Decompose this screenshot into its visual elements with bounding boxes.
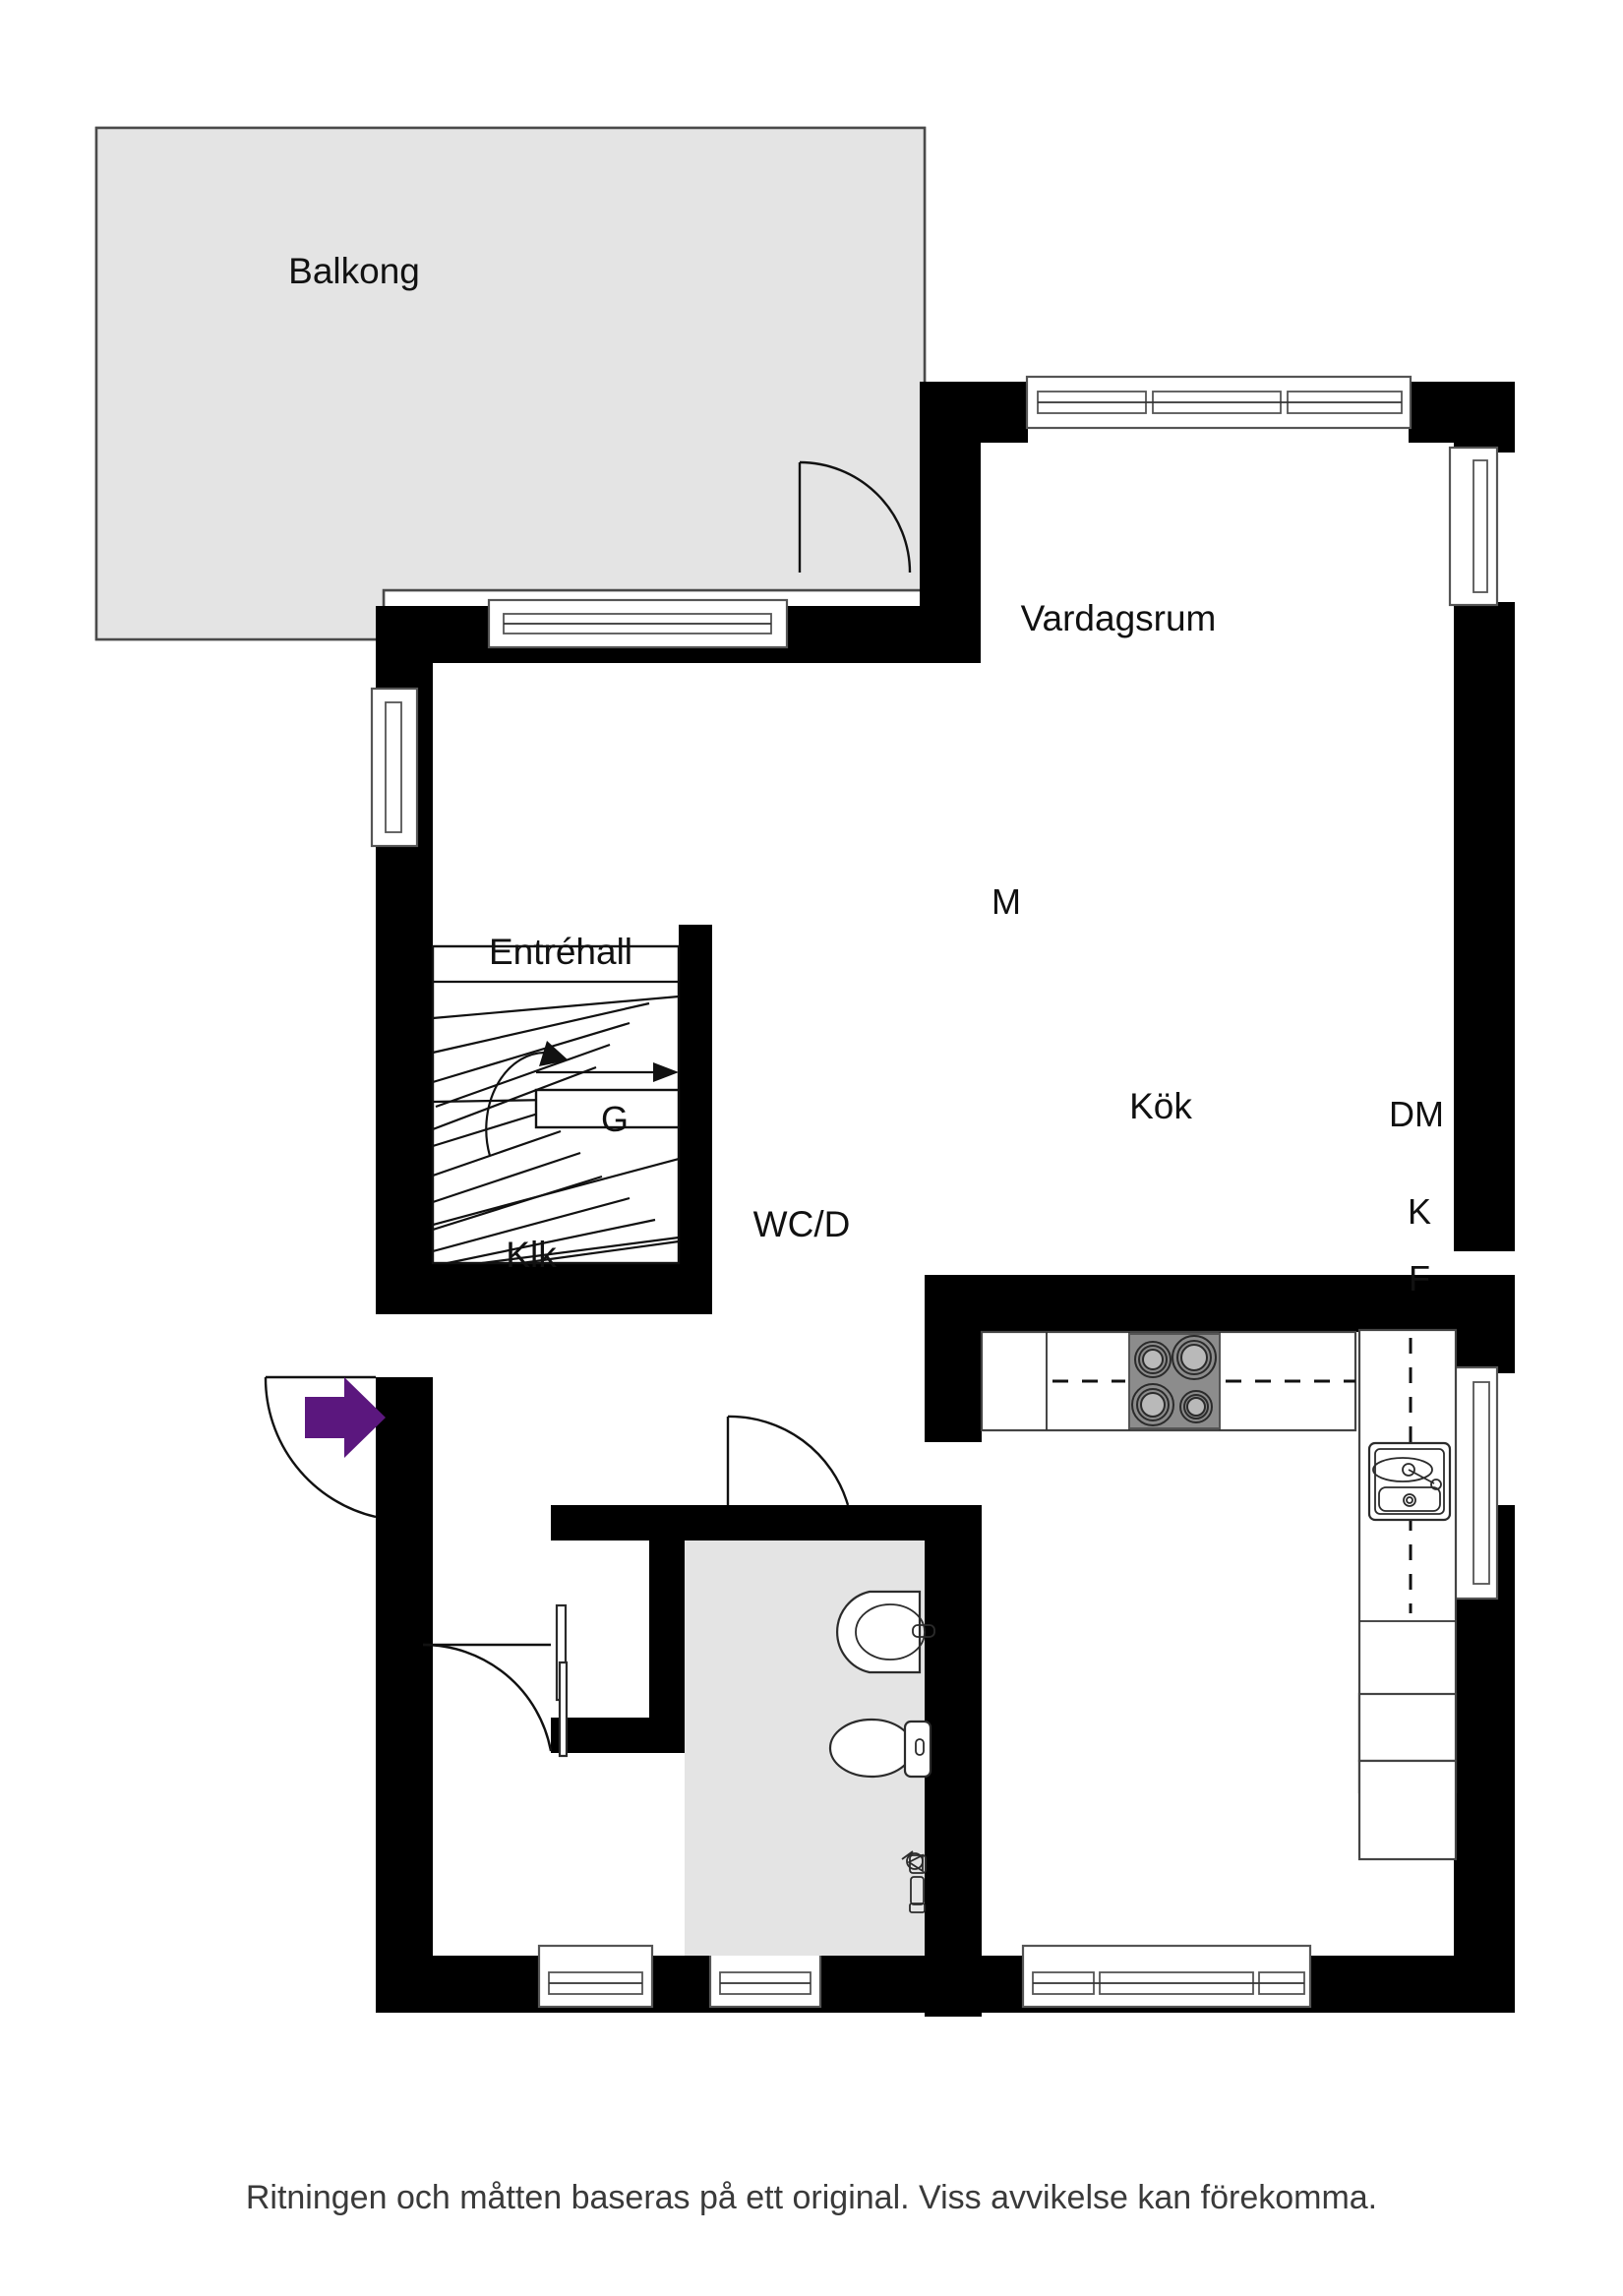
door-entrance: [264, 1375, 377, 1519]
room-label-wcd: WC/D: [753, 1204, 851, 1244]
window-living-east: [1448, 446, 1499, 607]
window-group: [370, 375, 1499, 2009]
window-kitchen-east: [1448, 1365, 1499, 1601]
appliance-label-dishwasher: DM: [1389, 1094, 1444, 1134]
kitchen-sink-icon: [1367, 1441, 1452, 1522]
wall-structure: [376, 382, 1515, 2017]
appliance-labels: M DM K F G: [601, 881, 1444, 1299]
entrance-arrow: [305, 1377, 386, 1458]
appliance-label-fridge: K: [1408, 1191, 1431, 1232]
appliance-label-freezer: F: [1409, 1258, 1430, 1299]
footer-disclaimer: Ritningen och måtten baseras på ett orig…: [246, 2179, 1377, 2216]
room-label-entrehall: Entréhall: [489, 932, 632, 972]
appliance-label-wardrobe: G: [601, 1099, 629, 1139]
door-wcd: [726, 1415, 850, 1506]
window-living-north: [1025, 375, 1413, 430]
staircase: [431, 944, 681, 1265]
room-label-vardagsrum: Vardagsrum: [1021, 598, 1217, 638]
kitchen-counter-north: [980, 1330, 1357, 1432]
kitchen-counter-east: [1357, 1328, 1458, 1861]
window-balcony-west: [370, 687, 419, 848]
balcony-area: [94, 126, 927, 641]
room-label-klk: Klk: [506, 1235, 557, 1275]
room-labels: Balkong Vardagsrum Entréhall Kök WC/D Kl…: [288, 251, 1216, 1275]
wcd-fixtures: [828, 1590, 935, 1913]
door-balcony: [798, 460, 912, 574]
window-wc-south: [708, 1944, 822, 2009]
wash-basin-icon: [836, 1590, 935, 1674]
window-kitchen-south: [1021, 1944, 1312, 2009]
wardrobe-partition: [555, 1603, 569, 1758]
window-balcony-south: [487, 598, 789, 649]
stove-icon: [1128, 1333, 1221, 1429]
room-label-balkong: Balkong: [288, 251, 420, 291]
shower-mixer-icon: [901, 1850, 927, 1913]
door-group: [264, 460, 912, 1752]
room-label-kok: Kök: [1129, 1086, 1192, 1126]
window-klk-south: [537, 1944, 654, 2009]
appliance-label-microwave: M: [992, 881, 1021, 922]
toilet-icon: [828, 1718, 932, 1779]
door-klk: [422, 1643, 553, 1752]
